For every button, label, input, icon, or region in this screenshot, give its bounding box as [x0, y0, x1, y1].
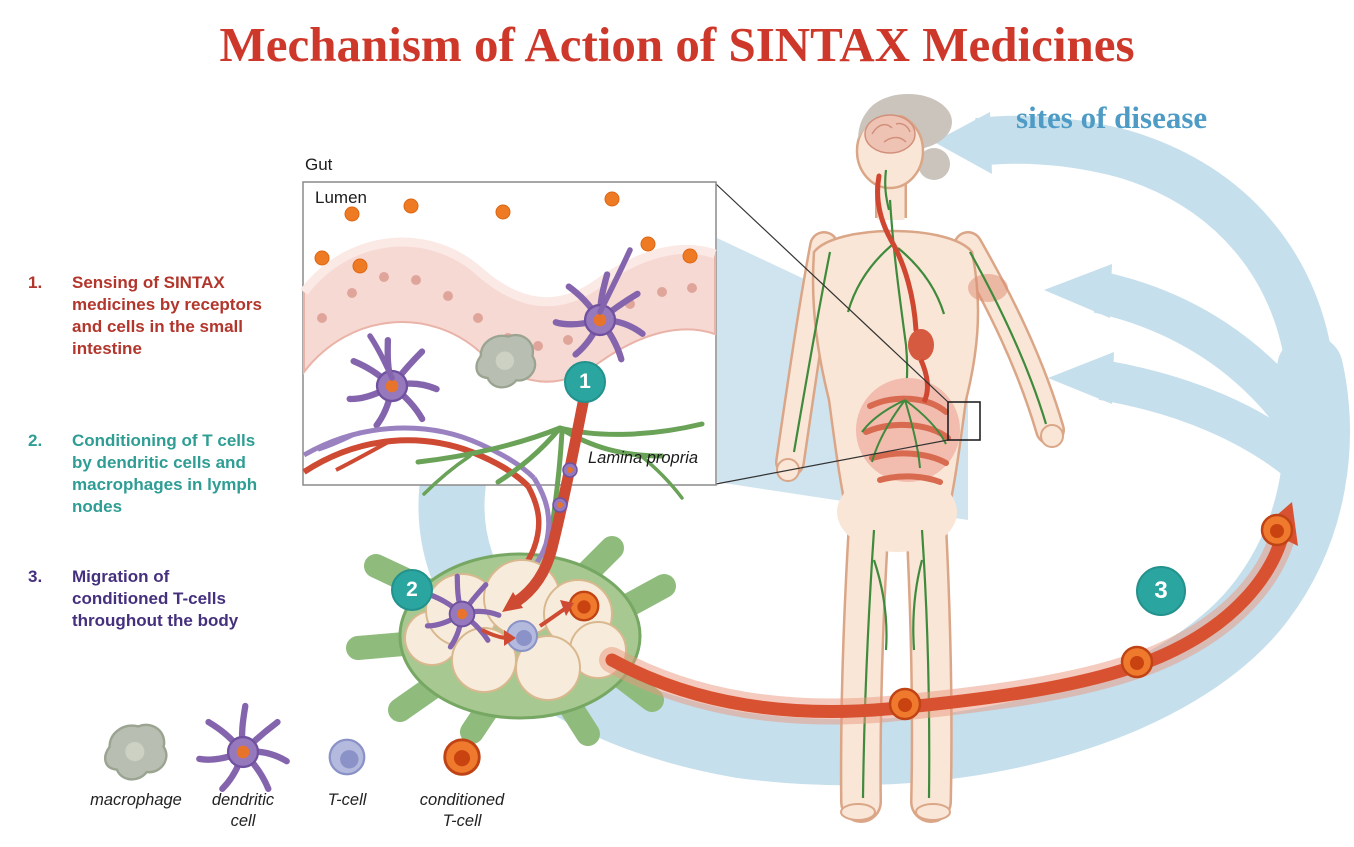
legend-icons	[104, 706, 481, 789]
disease-site-shoulder	[968, 274, 1008, 302]
legend-label-macrophage: macrophage	[90, 791, 182, 809]
step-2-number: 2.	[28, 431, 43, 450]
migrating-t-cell-3	[1260, 513, 1294, 547]
step-marker-3: 3	[1136, 566, 1186, 616]
human-figure	[775, 94, 1065, 823]
dendritic-cell-icon	[199, 706, 286, 789]
sites-of-disease-label: sites of disease	[1016, 100, 1208, 135]
lymph-node	[346, 396, 676, 746]
step-1-number: 1.	[28, 273, 43, 292]
lamina-propria-label: Lamina propria	[588, 449, 699, 467]
zoom-link	[715, 183, 981, 485]
gut-inset	[300, 181, 717, 543]
migration-arrow	[599, 502, 1298, 725]
zoom-target-rect	[947, 401, 981, 441]
legend-label-dendritic-cell: dendritic cell	[211, 791, 275, 830]
digestive-tract	[856, 173, 960, 485]
step-2-text: Conditioning of T cells by dendritic cel…	[72, 431, 258, 517]
node-conditioned-t-cell	[568, 590, 600, 622]
migrating-t-cell-2	[1120, 645, 1154, 679]
swoosh-arrowhead-brain	[934, 112, 992, 174]
conditioned-t-cell-icon	[443, 738, 481, 776]
legend-label-t-cell: T-cell	[327, 791, 367, 809]
step-1-text: Sensing of SINTAX medicines by receptors…	[72, 273, 262, 359]
swoosh-arrowhead-shoulder	[1044, 264, 1112, 318]
t-cell-icon	[328, 738, 366, 776]
gut-label: Gut	[305, 155, 333, 174]
step-marker-2: 2	[391, 569, 433, 611]
step-1: 1. Sensing of SINTAX medicines by recept…	[28, 272, 264, 360]
step-3: 3. Migration of conditioned T-cells thro…	[28, 566, 264, 632]
step-3-text: Migration of conditioned T-cells through…	[72, 567, 239, 631]
lumen-label: Lumen	[315, 188, 367, 207]
legend-label-conditioned-t-cell: conditioned T-cell	[419, 791, 505, 830]
macrophage-icon	[104, 723, 168, 781]
swoosh-arrowhead-arm	[1048, 352, 1114, 404]
page-title: Mechanism of Action of SINTAX Medicines	[219, 17, 1135, 72]
step-2: 2. Conditioning of T cells by dendritic …	[28, 430, 264, 518]
migrating-t-cell-1	[888, 687, 922, 721]
step-3-number: 3.	[28, 567, 43, 586]
brain-icon	[864, 114, 916, 154]
step-marker-1: 1	[564, 361, 606, 403]
